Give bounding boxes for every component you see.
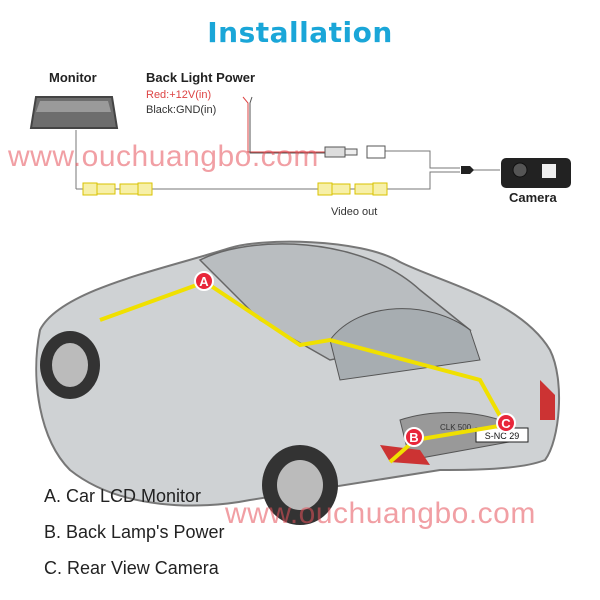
camera-label: Camera bbox=[509, 190, 557, 205]
black-wire-label: Black:GND(in) bbox=[146, 104, 217, 116]
svg-text:C: C bbox=[501, 416, 511, 431]
watermark-top: www.ouchuangbo.com bbox=[8, 140, 319, 173]
video-cable-route bbox=[99, 279, 509, 464]
page-title: Installation bbox=[207, 16, 393, 49]
watermark-bottom: www.ouchuangbo.com bbox=[225, 497, 536, 530]
monitor-icon bbox=[29, 96, 119, 129]
legend-item-b: B. Back Lamp's Power bbox=[44, 522, 225, 542]
svg-text:A: A bbox=[199, 274, 209, 289]
model-badge: CLK 500 bbox=[440, 423, 472, 432]
video-out-label: Video out bbox=[331, 206, 378, 218]
camera-icon bbox=[501, 158, 571, 188]
car-illustration: S-NC 29 CLK 500 bbox=[35, 240, 560, 525]
marker-a: A bbox=[194, 271, 214, 291]
red-wire-label: Red:+12V(in) bbox=[146, 89, 212, 101]
marker-c: C bbox=[496, 413, 516, 433]
marker-b: B bbox=[404, 427, 424, 447]
svg-text:B: B bbox=[409, 430, 418, 445]
legend-item-a: A. Car LCD Monitor bbox=[44, 486, 202, 506]
plate-text: S-NC 29 bbox=[485, 431, 520, 441]
power-label: Back Light Power bbox=[146, 70, 256, 85]
legend-item-c: C. Rear View Camera bbox=[44, 558, 219, 578]
video-connectors bbox=[82, 182, 388, 196]
monitor-label: Monitor bbox=[49, 70, 97, 85]
